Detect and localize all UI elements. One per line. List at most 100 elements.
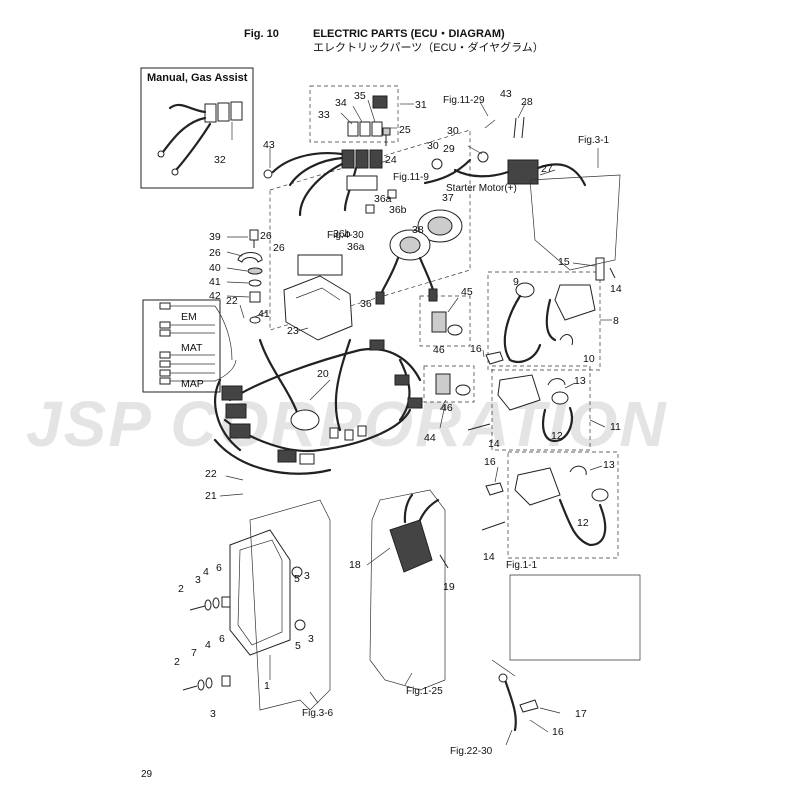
figure-title-japanese: エレクトリックパーツ（ECU・ダイヤグラム） [313, 40, 544, 54]
callout-6: 6 [219, 633, 225, 645]
callout-6: 6 [216, 562, 222, 574]
ref-fig-1-1: Fig.1-1 [506, 560, 538, 571]
callout-46: 46 [433, 344, 445, 356]
connector-label-mat: MAT [181, 342, 203, 354]
callout-12: 12 [577, 517, 589, 529]
ref-starter-motor: Starter Motor(+) [446, 183, 517, 194]
inset-title: Manual, Gas Assist [147, 72, 248, 84]
callout-43: 43 [263, 139, 275, 151]
callout-16: 16 [552, 726, 564, 738]
callout-35: 35 [354, 90, 366, 102]
callout-21: 21 [205, 490, 217, 502]
callout-1: 1 [264, 680, 270, 692]
callout-8: 8 [613, 315, 619, 327]
inset-manual-gas-assist: Manual, Gas Assist 32 [140, 67, 254, 189]
callout-20: 20 [317, 368, 329, 380]
callout-14: 14 [488, 438, 500, 450]
callout-40-left-26: 26 [209, 247, 221, 259]
callout-27: 27 [541, 163, 553, 175]
connector-label-map: MAP [181, 378, 204, 390]
leader-lines [219, 99, 612, 746]
callout-10: 10 [583, 353, 595, 365]
gas-assist-relay-harness [157, 101, 243, 176]
left-fasteners [237, 229, 263, 324]
figure-references: Fig.11-29 Fig.11-9 Fig.4-30 Fig.3-1 Fig.… [302, 95, 610, 757]
callout-25: 25 [399, 124, 411, 136]
ignition-coils [497, 282, 609, 547]
callout-26: 26 [260, 230, 272, 242]
callout-36a: 36a [347, 241, 365, 253]
callout-29: 29 [443, 143, 455, 155]
callout-3: 3 [195, 574, 201, 586]
callout-39: 39 [209, 231, 221, 243]
ecu-fasteners [182, 596, 231, 691]
fittings [431, 311, 471, 396]
callout-41: 41 [258, 308, 270, 320]
callout-36: 36 [360, 298, 372, 310]
callout-32: 32 [214, 154, 226, 166]
callout-4: 4 [203, 566, 209, 578]
engine-block-outlines [249, 174, 641, 711]
callout-30: 30 [427, 140, 439, 152]
callout-17: 17 [575, 708, 587, 720]
callout-7: 7 [191, 647, 197, 659]
callout-19: 19 [443, 581, 455, 593]
callout-15: 15 [558, 256, 570, 268]
connector-legend: EM MAT MAP [142, 299, 237, 393]
callout-36b: 36b [333, 228, 351, 240]
callout-9: 9 [513, 276, 519, 288]
page-number: 29 [141, 769, 153, 780]
callout-46: 46 [441, 402, 453, 414]
callout-22: 22 [226, 295, 238, 307]
callout-5: 5 [294, 573, 300, 585]
callout-13: 13 [603, 459, 615, 471]
ref-fig-1-25: Fig.1-25 [406, 686, 443, 697]
callout-numbers: 1 2 2 3 3 3 3 4 4 5 5 6 6 7 8 9 10 11 12… [174, 88, 622, 738]
ref-fig-11-9: Fig.11-9 [393, 172, 429, 183]
ref-fig-4-30: Fig.4-30 [327, 230, 364, 241]
main-wire-harness [213, 338, 423, 475]
callout-45: 45 [461, 286, 473, 298]
solenoid-group [365, 189, 463, 305]
callout-40: 40 [209, 262, 221, 274]
ref-fig-11-29: Fig.11-29 [443, 95, 485, 106]
callout-11: 11 [610, 421, 621, 433]
callout-34: 34 [335, 97, 347, 109]
callout-22: 22 [205, 468, 217, 480]
callout-42: 42 [209, 290, 221, 302]
callout-43: 43 [500, 88, 512, 100]
callout-31: 31 [415, 99, 427, 111]
callout-37: 37 [442, 192, 454, 204]
callout-4: 4 [205, 639, 211, 651]
ref-fig-22-30: Fig.22-30 [450, 746, 493, 757]
callout-26: 26 [273, 242, 285, 254]
callout-36a: 36a [374, 193, 392, 205]
bolts [467, 257, 616, 713]
figure-title-english: ELECTRIC PARTS (ECU・DIAGRAM) [313, 28, 505, 40]
callout-3: 3 [210, 708, 216, 720]
connector-label-em: EM [181, 311, 197, 323]
callout-36b: 36b [389, 204, 407, 216]
bracket-23 [283, 254, 353, 341]
callout-18: 18 [349, 559, 361, 571]
ecu-unit [182, 529, 306, 691]
callout-14: 14 [483, 551, 495, 563]
callout-30: 30 [447, 125, 459, 137]
ground-lead [491, 659, 517, 732]
callout-3: 3 [304, 570, 310, 582]
group-boxes [269, 85, 619, 559]
callout-5: 5 [295, 640, 301, 652]
callout-44: 44 [424, 432, 436, 444]
callout-12: 12 [551, 430, 563, 442]
callout-2: 2 [174, 656, 180, 668]
relay-cluster [263, 95, 391, 217]
callout-2: 2 [178, 583, 184, 595]
figure-number: Fig. 10 [244, 28, 279, 40]
callout-33: 33 [318, 109, 330, 121]
callout-16: 16 [484, 456, 496, 468]
callout-24: 24 [385, 154, 397, 166]
callout-23: 23 [287, 325, 299, 337]
callout-16: 16 [470, 343, 482, 355]
callout-41: 41 [209, 276, 221, 288]
